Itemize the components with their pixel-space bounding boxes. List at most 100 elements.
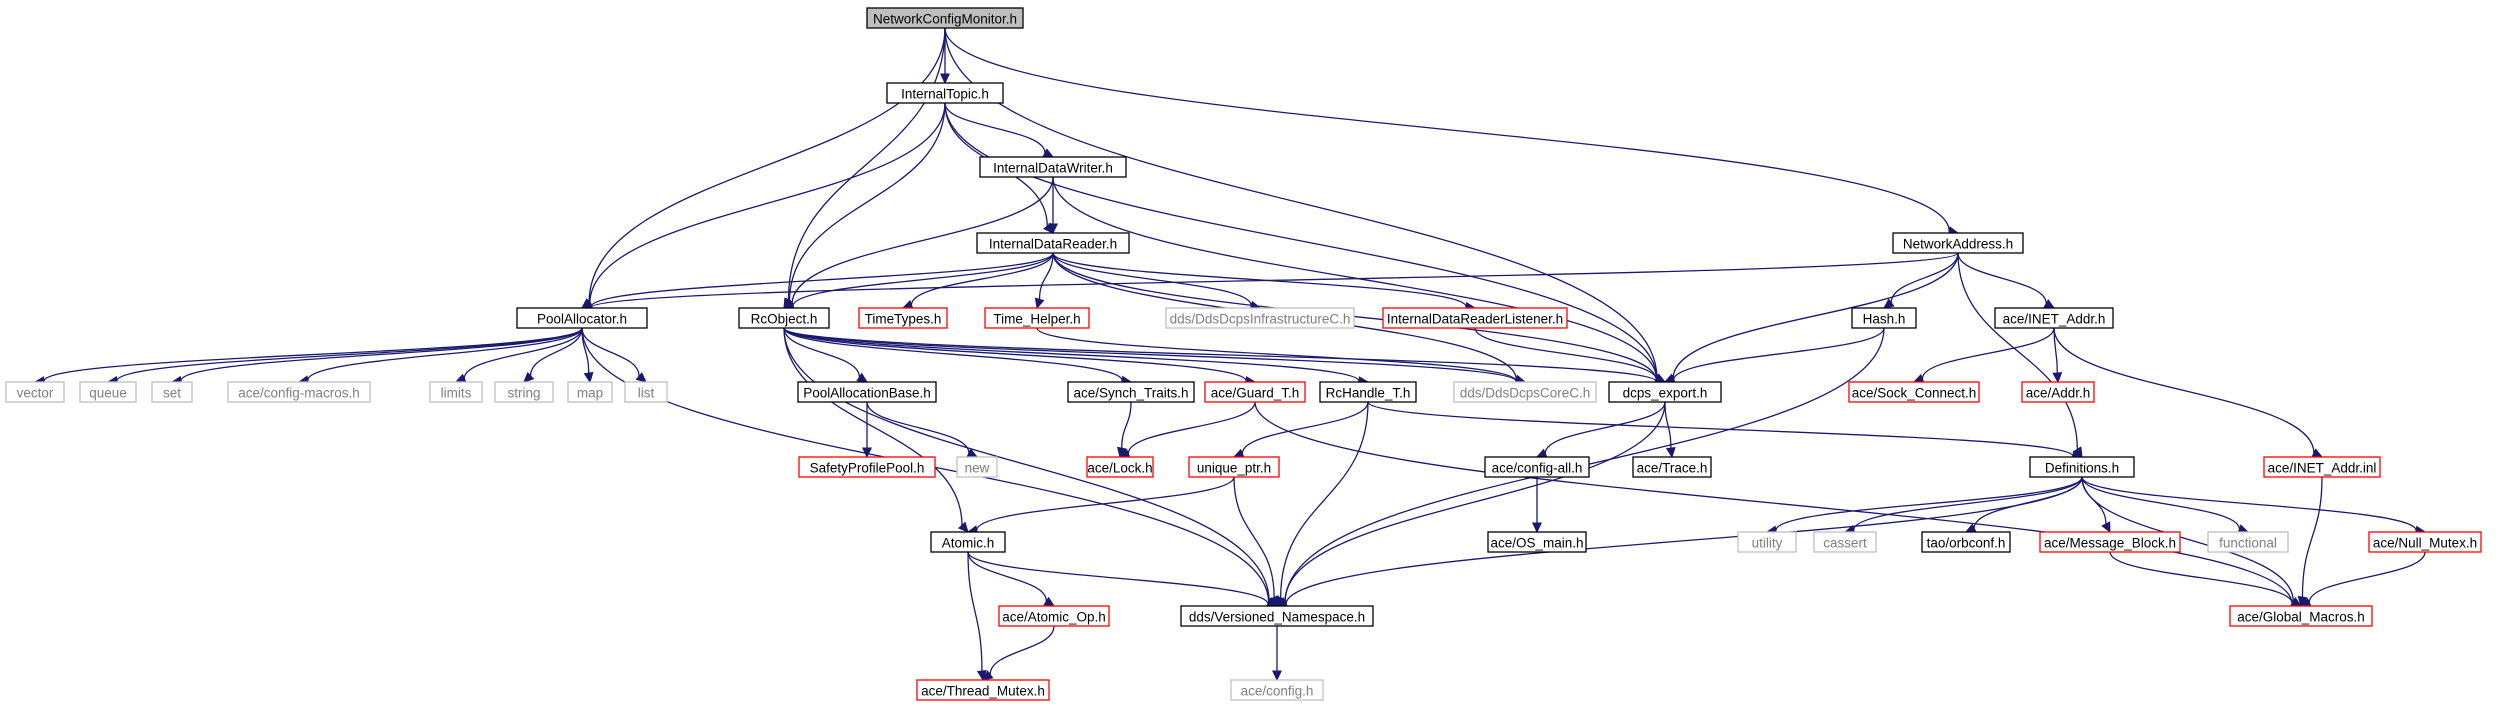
- node-label-utility: utility: [1752, 536, 1783, 551]
- edge-netaddr-to-pool: [590, 252, 1959, 309]
- node-defs[interactable]: Definitions.h: [2029, 456, 2135, 478]
- edge-rchandle-to-defs: [1367, 401, 2074, 457]
- node-box-sockconn: [1848, 381, 1980, 403]
- node-hash[interactable]: Hash.h: [1851, 307, 1917, 329]
- node-inetinl[interactable]: ace/INET_Addr.inl: [2263, 456, 2381, 478]
- node-pab[interactable]: PoolAllocationBase.h: [797, 381, 937, 403]
- node-label-functional: functional: [2219, 536, 2277, 551]
- node-label-inetinl: ace/INET_Addr.inl: [2268, 461, 2377, 476]
- node-cfgmacros[interactable]: ace/config-macros.h: [227, 381, 371, 403]
- arrowhead-pool-to-string: [523, 371, 535, 383]
- node-new[interactable]: new: [956, 456, 998, 478]
- node-trace[interactable]: ace/Trace.h: [1632, 456, 1712, 478]
- node-label-globalmacros: ace/Global_Macros.h: [2237, 610, 2365, 625]
- node-box-ncm: [866, 7, 1024, 29]
- node-label-idr: InternalDataReader.h: [989, 237, 1117, 252]
- node-orbconf[interactable]: tao/orbconf.h: [1921, 531, 2011, 553]
- node-box-versioned: [1180, 605, 1374, 627]
- node-msgblock[interactable]: ace/Message_Block.h: [2039, 531, 2181, 553]
- node-box-msgblock: [2039, 531, 2181, 553]
- node-aceconfig[interactable]: ace/config.h: [1230, 679, 1324, 701]
- edge-rcobj-to-corec: [783, 327, 1517, 382]
- arrowhead-inetaddr-to-aceaddr: [2052, 372, 2063, 384]
- node-box-rchandle: [1319, 381, 1417, 403]
- arrowhead-ncm-to-itopic: [940, 73, 950, 85]
- node-cfgall[interactable]: ace/config-all.h: [1484, 456, 1590, 478]
- node-label-corec: dds/DdsDcpsCoreC.h: [1460, 386, 1591, 401]
- arrowhead-synch-to-lock: [1116, 446, 1127, 459]
- node-pool[interactable]: PoolAllocator.h: [516, 307, 648, 329]
- node-label-list: list: [638, 386, 655, 401]
- node-string[interactable]: string: [494, 381, 554, 403]
- node-set[interactable]: set: [151, 381, 193, 403]
- node-cassert[interactable]: cassert: [1813, 531, 1877, 553]
- edge-export-to-cfgall: [1544, 401, 1666, 454]
- edge-guard-to-lock: [1127, 401, 1256, 454]
- node-box-queue: [79, 381, 137, 403]
- node-box-synch: [1067, 381, 1195, 403]
- edge-pool-to-set: [180, 327, 583, 382]
- node-idw[interactable]: InternalDataWriter.h: [979, 156, 1127, 178]
- node-netaddr[interactable]: NetworkAddress.h: [1892, 232, 2024, 254]
- node-list[interactable]: list: [624, 381, 668, 403]
- arrowhead-versioned-to-aceconfig: [1272, 670, 1282, 682]
- node-rchandle[interactable]: RcHandle_T.h: [1319, 381, 1417, 403]
- node-label-atomic: Atomic.h: [942, 536, 995, 551]
- node-aceaddr[interactable]: ace/Addr.h: [2021, 381, 2095, 403]
- node-atomicop[interactable]: ace/Atomic_Op.h: [998, 605, 1110, 627]
- node-label-set: set: [163, 386, 181, 401]
- node-inetaddr[interactable]: ace/INET_Addr.h: [1994, 307, 2114, 329]
- node-globalmacros[interactable]: ace/Global_Macros.h: [2229, 605, 2373, 627]
- node-infra[interactable]: dds/DdsDcpsInfrastructureC.h: [1165, 307, 1355, 329]
- node-export[interactable]: dcps_export.h: [1608, 381, 1722, 403]
- node-itopic[interactable]: InternalTopic.h: [886, 82, 1004, 104]
- node-box-new: [956, 456, 998, 478]
- edge-hash-to-export: [1673, 327, 1885, 381]
- node-atomic[interactable]: Atomic.h: [930, 531, 1006, 553]
- node-lock[interactable]: ace/Lock.h: [1086, 456, 1154, 478]
- node-ncm[interactable]: NetworkConfigMonitor.h: [866, 7, 1024, 29]
- node-box-threadmutex: [916, 679, 1050, 701]
- arrowhead-idr-to-timehelper: [1034, 297, 1045, 310]
- node-limits[interactable]: limits: [429, 381, 483, 403]
- node-box-rcobj: [738, 307, 830, 329]
- node-box-itopic: [886, 82, 1004, 104]
- node-idr[interactable]: InternalDataReader.h: [976, 232, 1130, 254]
- node-box-set: [151, 381, 193, 403]
- edge-itopic-to-export: [944, 102, 1658, 379]
- node-utility[interactable]: utility: [1737, 531, 1797, 553]
- arrowhead-export-to-trace: [1665, 446, 1676, 459]
- node-box-trace: [1632, 456, 1712, 478]
- node-label-spp: SafetyProfilePool.h: [810, 461, 925, 476]
- edge-synch-to-lock: [1121, 401, 1132, 449]
- edge-atomic-to-atomicop: [967, 551, 1048, 602]
- arrowhead-idw-to-idr: [1048, 223, 1058, 235]
- node-osmain[interactable]: ace/OS_main.h: [1487, 531, 1587, 553]
- node-sockconn[interactable]: ace/Sock_Connect.h: [1848, 381, 1980, 403]
- node-box-limits: [429, 381, 483, 403]
- node-synch[interactable]: ace/Synch_Traits.h: [1067, 381, 1195, 403]
- node-functional[interactable]: functional: [2207, 531, 2289, 553]
- node-box-atomic: [930, 531, 1006, 553]
- node-label-new: new: [965, 461, 990, 476]
- node-box-infra: [1165, 307, 1355, 329]
- node-queue[interactable]: queue: [79, 381, 137, 403]
- edge-rcobj-to-atomic: [783, 327, 963, 526]
- node-guard[interactable]: ace/Guard_T.h: [1204, 381, 1306, 403]
- node-threadmutex[interactable]: ace/Thread_Mutex.h: [916, 679, 1050, 701]
- node-versioned[interactable]: dds/Versioned_Namespace.h: [1180, 605, 1374, 627]
- node-vector[interactable]: vector: [5, 381, 65, 403]
- node-timetypes[interactable]: TimeTypes.h: [858, 307, 948, 329]
- node-spp[interactable]: SafetyProfilePool.h: [798, 456, 936, 478]
- edge-timehelper-to-corec: [1036, 327, 1517, 382]
- edge-rchandle-to-uptr: [1241, 401, 1369, 454]
- arrowhead-pab-to-spp: [862, 447, 872, 459]
- node-rcobj[interactable]: RcObject.h: [738, 307, 830, 329]
- node-nullmutex[interactable]: ace/Null_Mutex.h: [2368, 531, 2482, 553]
- node-uptr[interactable]: unique_ptr.h: [1188, 456, 1280, 478]
- node-map[interactable]: map: [567, 381, 613, 403]
- node-timehelper[interactable]: Time_Helper.h: [984, 307, 1090, 329]
- node-idrl[interactable]: InternalDataReaderListener.h: [1382, 307, 1568, 329]
- node-corec[interactable]: dds/DdsDcpsCoreC.h: [1453, 381, 1597, 403]
